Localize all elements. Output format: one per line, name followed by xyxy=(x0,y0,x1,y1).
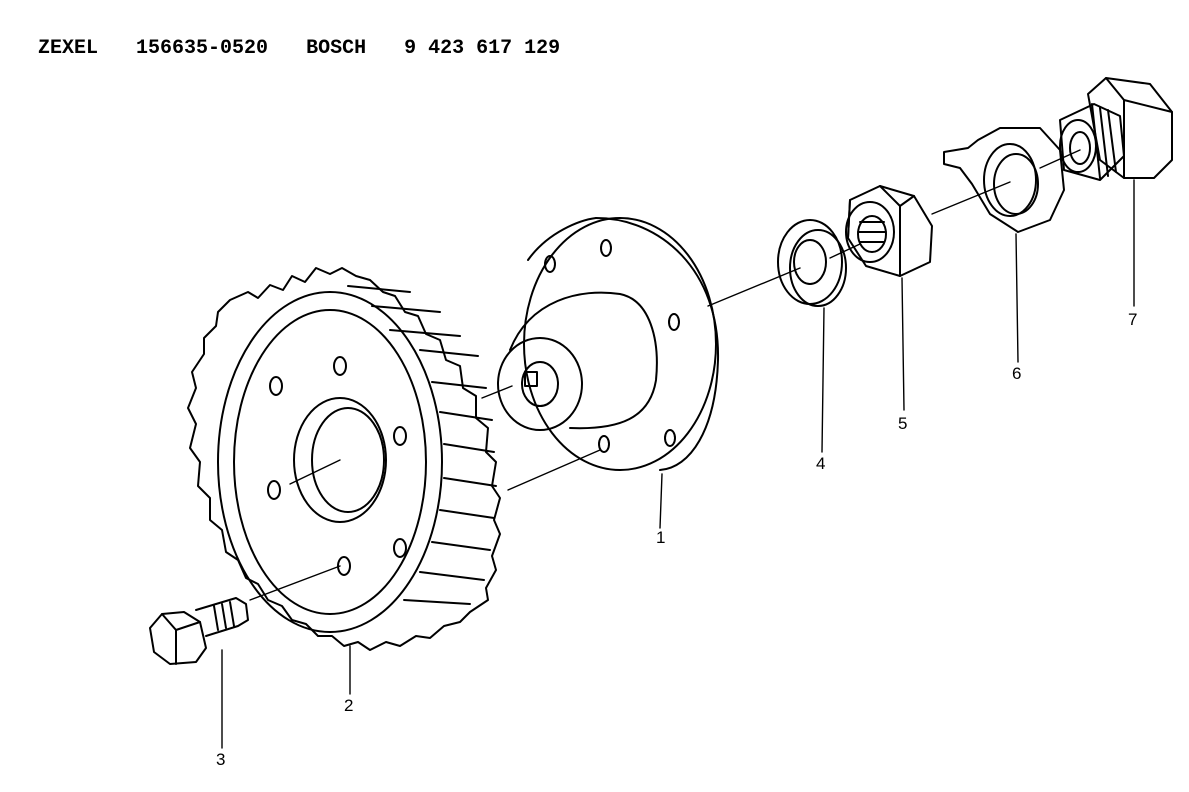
part-number-bosch: 9 423 617 129 xyxy=(404,37,561,60)
callout-7: 7 xyxy=(1128,310,1138,329)
tab-washer-part-6 xyxy=(943,127,1065,233)
leader-lines xyxy=(221,179,1135,749)
callout-3: 3 xyxy=(216,750,226,769)
callout-6: 6 xyxy=(1012,364,1022,383)
diagram-header: ZEXEL 156635-0520 BOSCH 9 423 617 129 xyxy=(14,14,560,60)
callout-4: 4 xyxy=(816,454,826,473)
part-number-zexel: 156635-0520 xyxy=(136,37,269,60)
callout-2: 2 xyxy=(344,696,354,715)
cap-nut-part-7 xyxy=(1059,77,1173,181)
hub-part-1 xyxy=(497,217,720,471)
bolt-part-3 xyxy=(149,597,249,665)
gear-part-2 xyxy=(187,267,501,651)
assembly-axis-lines xyxy=(249,149,1081,601)
callout-5: 5 xyxy=(898,414,908,433)
callout-1: 1 xyxy=(656,528,666,547)
nut-part-5 xyxy=(845,185,933,277)
washer-part-4 xyxy=(777,219,847,307)
brand-zexel: ZEXEL xyxy=(38,37,99,60)
brand-bosch: BOSCH xyxy=(306,37,367,60)
